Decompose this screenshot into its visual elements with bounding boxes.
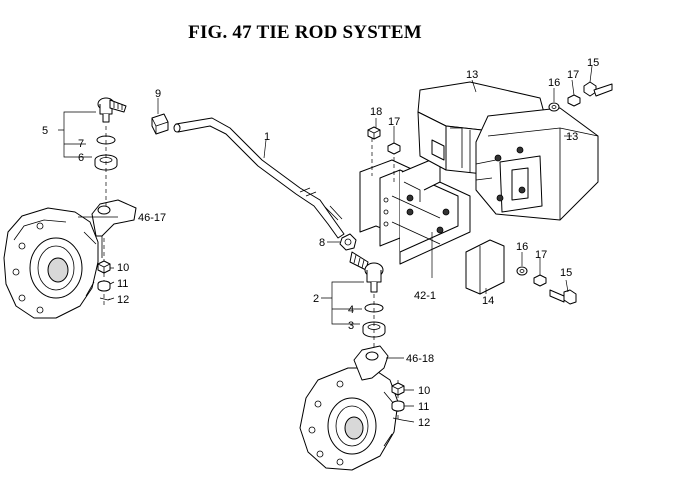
- right-cotter-pin: [392, 417, 403, 421]
- right-knuckle-arm: [353, 345, 389, 381]
- callout-8: 8: [319, 237, 325, 249]
- callout-2: 2: [313, 293, 319, 305]
- left-knuckle-arm: [91, 199, 137, 258]
- lock-nut-9: [151, 113, 169, 135]
- leader-13-top: [471, 79, 477, 93]
- callout-11-right: 11: [418, 401, 429, 413]
- left-group-bracket: [58, 111, 96, 158]
- figure-title: FIG. 47 TIE ROD SYSTEM: [188, 22, 422, 43]
- callout-16-bottom: 16: [516, 241, 528, 253]
- callout-15-bottom: 15: [560, 267, 572, 279]
- callout-10-left: 10: [117, 262, 129, 274]
- leaders-frame: [375, 118, 395, 143]
- bottom-bolt-15: [549, 289, 577, 305]
- right-group-bracket: [321, 281, 364, 325]
- bottom-washer-16: [516, 266, 528, 276]
- nut-8: [339, 233, 357, 251]
- leaders-top-hardware: [553, 65, 593, 102]
- callout-6: 6: [78, 152, 84, 164]
- callout-17-top: 17: [567, 69, 579, 81]
- frame-lock-washer-17: [387, 142, 401, 155]
- right-knuckle-housing: [299, 367, 399, 471]
- callout-18: 18: [370, 106, 382, 118]
- left-knuckle-housing: [3, 207, 99, 319]
- callout-12-left: 12: [117, 294, 129, 306]
- callout-46-18: 46-18: [406, 353, 434, 365]
- callout-13-top: 13: [466, 69, 478, 81]
- callout-42-1: 42-1: [414, 290, 436, 302]
- callout-3: 3: [348, 320, 354, 332]
- top-bolt-15: [583, 81, 613, 97]
- callout-46-17: 46-17: [138, 212, 166, 224]
- callout-1: 1: [264, 131, 270, 143]
- callout-9: 9: [155, 88, 161, 100]
- tie-rod: [173, 117, 345, 239]
- frame-nut-18: [367, 126, 381, 140]
- right-nut: [391, 382, 405, 396]
- bottom-lock-washer-17: [533, 274, 547, 287]
- callout-10-right: 10: [418, 385, 430, 397]
- left-washer: [97, 280, 111, 292]
- callout-17-bottom: 17: [535, 249, 547, 261]
- callout-14: 14: [482, 295, 494, 307]
- leaders-left-lower: [107, 267, 115, 301]
- right-washer: [391, 400, 405, 412]
- callout-5: 5: [42, 125, 48, 137]
- callout-11-left: 11: [117, 278, 128, 290]
- bracket-14: [465, 239, 505, 295]
- callout-15-top: 15: [587, 57, 599, 69]
- callout-4: 4: [348, 304, 354, 316]
- callout-7: 7: [78, 138, 84, 150]
- callout-16-top: 16: [548, 77, 560, 89]
- leaders-right-lower: [401, 389, 415, 423]
- callout-17-frame: 17: [388, 116, 400, 128]
- left-tie-rod-end: [97, 97, 127, 123]
- top-lock-washer-17: [567, 94, 581, 107]
- top-washer-16: [548, 102, 560, 112]
- callout-12-right: 12: [418, 417, 430, 429]
- leaders-bottom-hardware: [521, 252, 569, 293]
- right-tie-rod-end: [349, 251, 384, 293]
- leader-1: [263, 139, 267, 159]
- frame-42-1: [359, 138, 471, 265]
- left-nut: [97, 260, 111, 274]
- callout-13-side: 13: [566, 131, 578, 143]
- weight-side: [475, 107, 599, 221]
